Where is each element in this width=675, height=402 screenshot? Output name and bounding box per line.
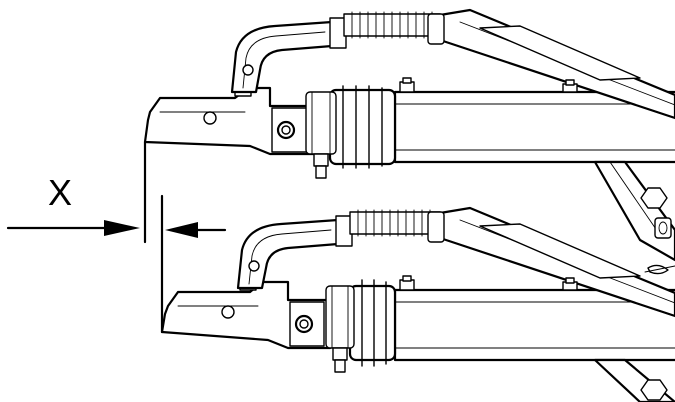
right-arrowhead: [165, 222, 198, 238]
lower-cable-tie: [644, 264, 675, 275]
lower-tube-bolts: [399, 275, 578, 291]
upper-damper-bolt: [305, 91, 337, 179]
lower-frame-hex-bolt: [640, 379, 668, 401]
lower-brake-spring: [335, 209, 445, 247]
left-arrowhead: [104, 220, 140, 236]
lower-frame-strut: [438, 206, 675, 402]
upper-coupling-head: [143, 83, 320, 156]
upper-brake-spring: [329, 11, 445, 49]
upper-bellows: [328, 85, 397, 169]
lower-bellows: [348, 279, 397, 367]
lower-coupling-assembly: [160, 206, 675, 402]
lower-brake-lever: [236, 218, 353, 290]
dimension-x-label: X: [48, 172, 72, 213]
upper-frame-hex-bolt: [640, 187, 668, 209]
upper-coupling-assembly: [143, 8, 675, 262]
upper-frame-bolt: [654, 217, 672, 239]
lower-damper-bolt: [325, 285, 355, 373]
upper-frame-strut: [438, 8, 675, 262]
upper-brake-lever: [230, 20, 347, 94]
upper-tube-bolts: [399, 77, 578, 93]
